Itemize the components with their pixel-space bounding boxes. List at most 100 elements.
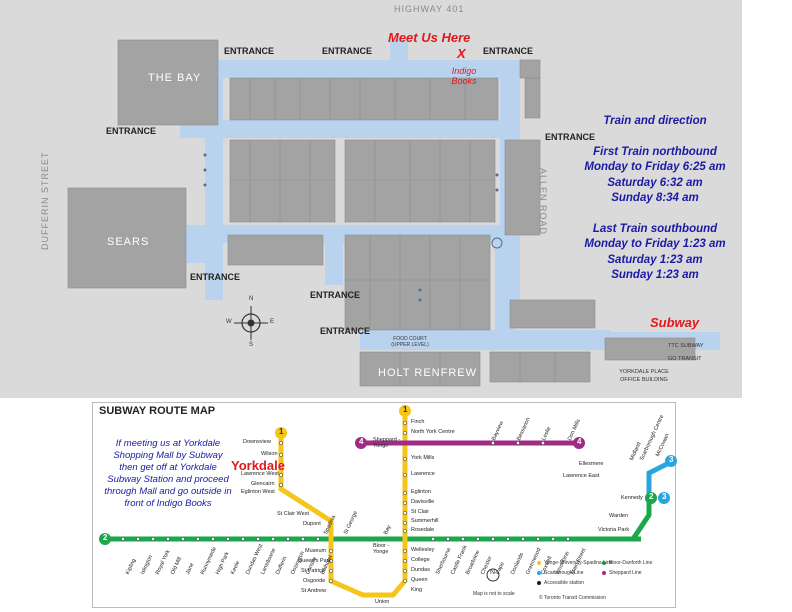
station-label: Eglinton West: [241, 489, 275, 495]
line-1-badge: 1: [403, 405, 408, 414]
dufferin-street-label: DUFFERIN STREET: [40, 151, 50, 250]
compass-n: N: [249, 296, 254, 302]
meet-x-marker: X: [457, 46, 466, 61]
station-label: Kennedy: [621, 495, 643, 501]
food-court-label: FOOD COURT (UPPER LEVEL): [391, 336, 429, 348]
legend-item: Accessible station: [544, 580, 585, 586]
info-icon: [491, 237, 503, 249]
compass-s: S: [249, 342, 254, 348]
route-map-title: SUBWAY ROUTE MAP: [99, 405, 216, 417]
sears-label: SEARS: [107, 236, 150, 248]
subway-route-map: SUBWAY ROUTE MAP Yorkdale If meeting us …: [92, 402, 677, 608]
yorkdale-direction-note: If meeting us at Yorkdale Shopping Mall …: [104, 438, 232, 509]
compass-icon: [234, 306, 268, 340]
north-compass-icon: [486, 568, 500, 582]
entrance-label: ENTRANCE: [545, 132, 596, 142]
station-label: York Mills: [411, 455, 435, 461]
line-number-badges: [99, 405, 677, 545]
yorkdale-highlight: Yorkdale: [231, 458, 285, 473]
station-label: Davisville: [411, 499, 435, 505]
line-1-badge: 1: [279, 427, 284, 436]
entrance-label: ENTRANCE: [320, 326, 371, 336]
entrance-label: ENTRANCE: [190, 272, 241, 282]
mall-floorplan: [67, 39, 720, 387]
legend-item: Sheppard Line: [609, 570, 642, 576]
station-label: Lawrence West: [241, 471, 279, 477]
line-3-badge: 3: [662, 492, 667, 501]
the-bay-label: THE BAY: [148, 72, 202, 84]
legend-item: Yonge-University-Spadina Line: [544, 560, 613, 566]
station-label: Bloor - Yonge: [373, 543, 390, 555]
allen-road-label: ALLEN ROAD: [538, 168, 548, 236]
line-2-badge: 2: [649, 492, 654, 501]
station-label: St Clair West: [277, 511, 309, 517]
station-label: Museum: [305, 548, 327, 554]
station-label: King: [411, 587, 423, 593]
schedule-panel: Train and direction First Train northbou…: [570, 114, 740, 284]
station-label: Downsview: [243, 439, 271, 445]
last-train-sunday: Sunday 1:23 am: [611, 269, 699, 281]
legend-swatches: [537, 561, 606, 585]
station-label: Wellesley: [411, 547, 435, 553]
line-4-badge: 4: [359, 437, 364, 446]
station-label: Osgoode: [303, 578, 326, 584]
entrance-label: ENTRANCE: [224, 46, 275, 56]
entrance-label: ENTRANCE: [483, 46, 534, 56]
station-label: Queen's Park: [298, 558, 332, 564]
office-building-label: YORKDALE PLACE OFFICE BUILDING: [619, 369, 669, 383]
last-train-weekday: Monday to Friday 1:23 am: [584, 238, 726, 250]
compass-e: E: [270, 319, 275, 325]
station-label: North York Centre: [411, 429, 455, 435]
station-label: Union: [375, 599, 390, 605]
highway-401-label: HIGHWAY 401: [394, 4, 465, 14]
station-label: College: [411, 557, 430, 563]
legend-item: Scarborough Line: [544, 570, 584, 576]
scarborough-line: [646, 458, 675, 498]
mall-map: HIGHWAY 401 DUFFERIN STREET ALLEN ROAD T…: [0, 0, 742, 398]
station-label: Ellesmere: [579, 461, 604, 467]
line-2-badge: 2: [103, 533, 108, 542]
map-scale-note: Map is not to scale: [473, 591, 515, 597]
schedule-heading: Train and direction: [603, 115, 707, 127]
entrance-label: ENTRANCE: [106, 126, 157, 136]
indigo-books-label: Indigo Books: [451, 66, 477, 86]
route-lines: [99, 405, 677, 598]
station-label: St Clair: [411, 509, 430, 515]
station-label: Rosedale: [411, 527, 435, 533]
compass-w: W: [226, 319, 232, 325]
station-label: Dupont: [303, 521, 321, 527]
station-label: Lawrence: [411, 471, 435, 477]
station-label: Queen: [411, 577, 428, 583]
station-label: Glencairn: [251, 481, 275, 487]
corridor-markers: [203, 153, 499, 302]
entrance-label: ENTRANCE: [310, 290, 361, 300]
station-label: Wilson: [261, 451, 278, 457]
go-transit-label: GO TRANSIT: [668, 356, 702, 362]
meet-us-here-title: Meet Us Here: [388, 30, 471, 45]
subway-label: Subway: [650, 315, 700, 330]
station-label: Victoria Park: [598, 527, 630, 533]
entrance-label: ENTRANCE: [322, 46, 373, 56]
last-train-heading: Last Train southbound: [592, 222, 718, 235]
last-train-saturday: Saturday 1:23 am: [607, 253, 703, 266]
station-label: Sheppard - Yonge: [373, 437, 401, 449]
bloor-danforth-east-branch: [630, 498, 652, 541]
station-label: St Patrick: [301, 568, 325, 574]
first-train-heading: First Train northbound: [593, 145, 717, 158]
ttc-subway-label: TTC SUBWAY: [668, 343, 704, 349]
station-label: St Andrew: [301, 588, 327, 594]
line-4-badge: 4: [577, 437, 582, 446]
holt-renfrew-label: HOLT RENFREW: [378, 367, 477, 379]
line-3-badge: 3: [669, 455, 674, 464]
compass-n-label: N: [490, 569, 496, 576]
station-label: Eglinton: [411, 489, 431, 495]
station-dots: [121, 421, 570, 583]
legend-item: Bloor-Danforth Line: [609, 560, 653, 566]
first-train-weekday: Monday to Friday 6:25 am: [584, 161, 726, 173]
yonge-university-spadina-line: [278, 411, 408, 598]
station-label: Warden: [609, 513, 629, 519]
unit-dividers: [230, 78, 556, 386]
first-train-saturday: Saturday 6:32 am: [607, 176, 703, 189]
copyright-note: © Toronto Transit Commission: [539, 595, 606, 601]
first-train-sunday: Sunday 8:34 am: [611, 192, 699, 204]
